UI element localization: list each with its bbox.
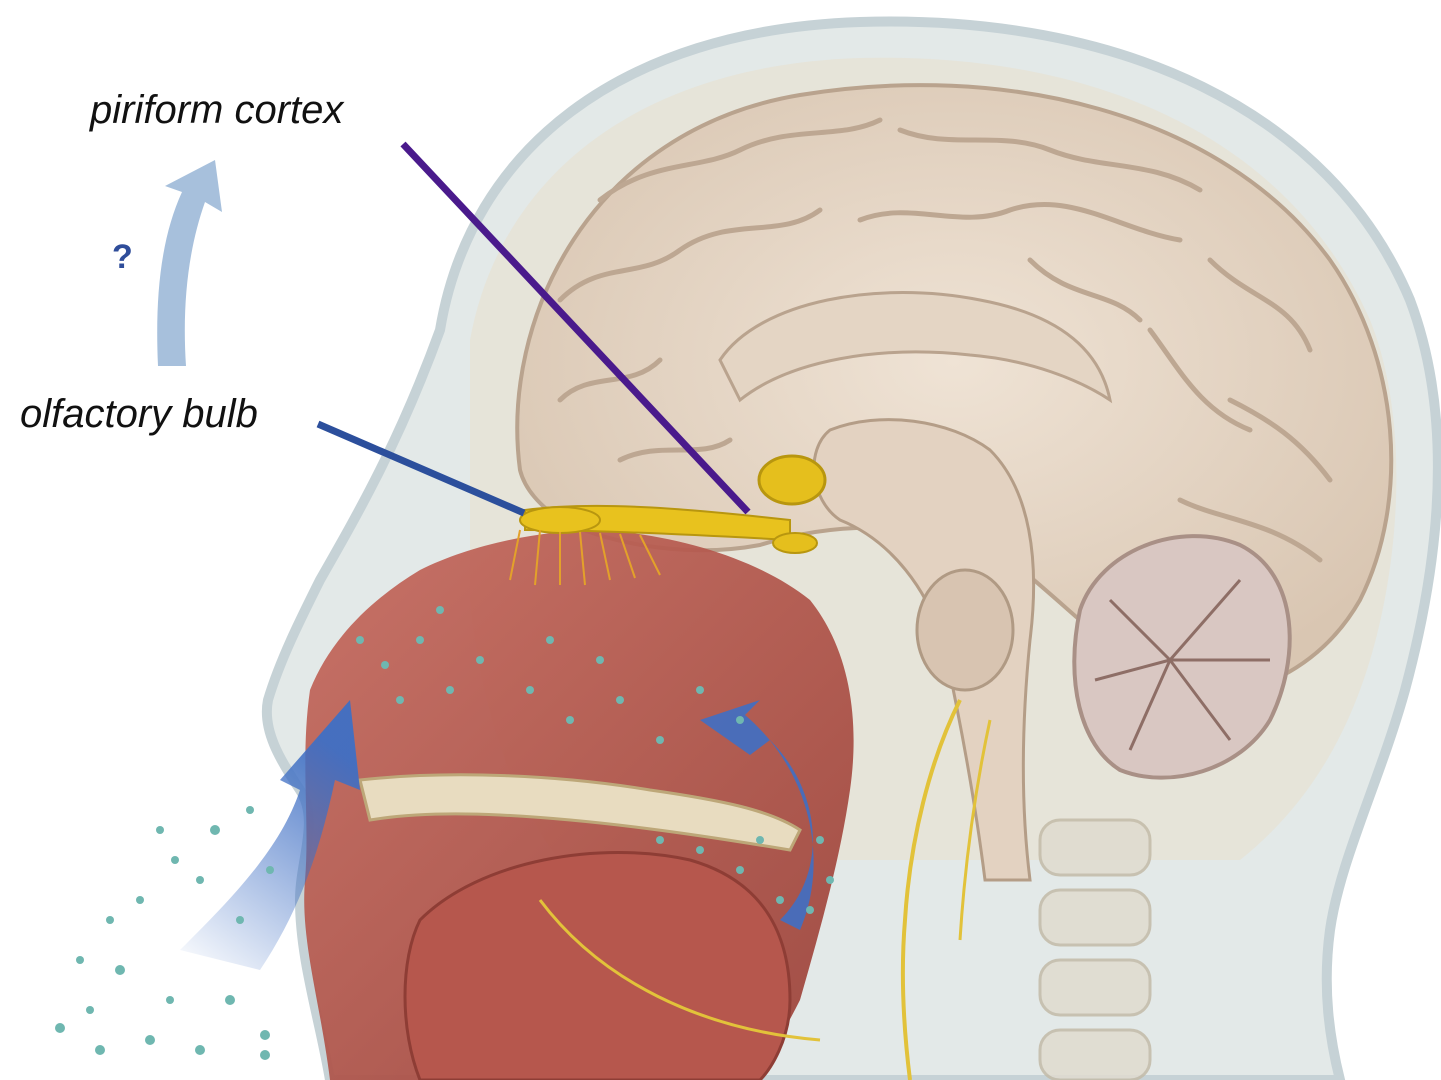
up-arrow-curved-icon: [157, 160, 222, 366]
question-mark-label: ?: [112, 238, 133, 277]
olfactory-bulb-shape: [520, 507, 600, 533]
piriform-cortex-label: piriform cortex: [90, 88, 343, 133]
olfactory-bulb-label: olfactory bulb: [20, 392, 258, 437]
piriform-cortex-shape: [759, 456, 825, 504]
pons: [917, 570, 1013, 690]
